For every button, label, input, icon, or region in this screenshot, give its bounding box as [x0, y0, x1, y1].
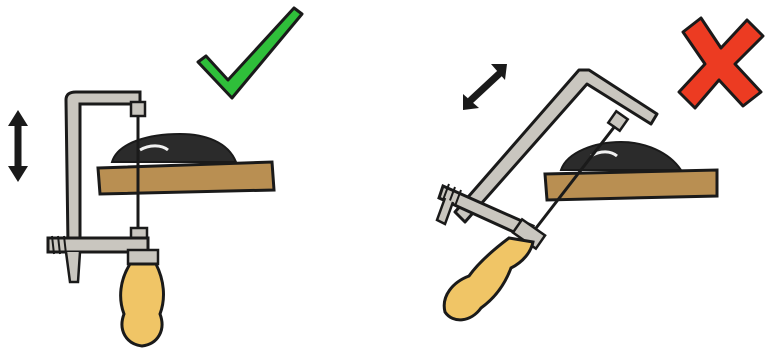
incorrect-technique-illustration: [435, 16, 765, 322]
saw-handle: [442, 236, 535, 322]
cross-mark-icon: [677, 16, 765, 110]
saw-handle: [119, 262, 165, 348]
piercing-saw-frame: [435, 68, 659, 251]
workpiece: [110, 132, 238, 163]
correct-technique-illustration: [8, 6, 304, 348]
check-mark-icon: [196, 6, 304, 100]
piercing-saw-frame: [46, 90, 160, 284]
wooden-bench-pin: [96, 160, 276, 196]
workpiece: [559, 140, 683, 171]
vertical-double-arrow-icon: [8, 110, 28, 182]
panel-incorrect-technique: [383, 0, 765, 354]
wooden-bench-pin: [543, 168, 719, 202]
panel-correct-technique: [0, 0, 382, 354]
diagonal-double-arrow-icon: [463, 64, 507, 110]
